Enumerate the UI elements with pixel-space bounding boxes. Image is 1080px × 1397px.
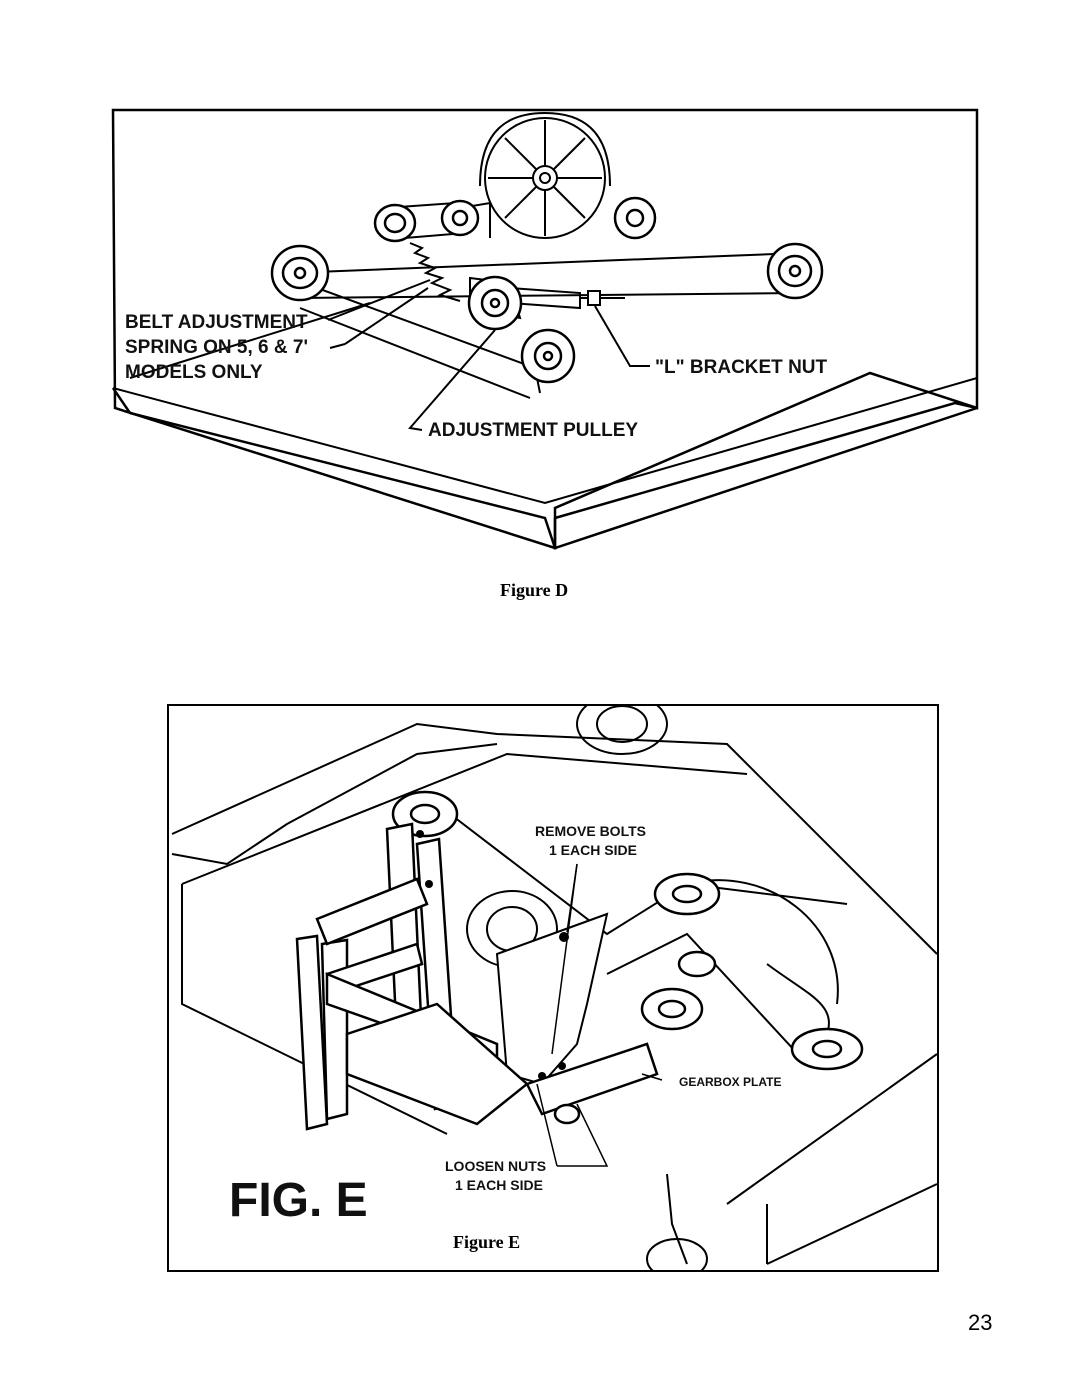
l-bracket-nut-graphic — [587, 290, 601, 306]
l-bracket-nut-label: "L" BRACKET NUT — [655, 357, 828, 378]
figure-e-diagram: REMOVE BOLTS 1 EACH SIDE GEARBOX PLATE L… — [167, 704, 939, 1272]
adjustment-pulley-graphic — [467, 275, 523, 331]
gearbox-wheel — [479, 111, 611, 239]
pulley-right — [766, 242, 824, 300]
pulley-right-bottom — [790, 1027, 864, 1071]
loosen-nuts-label-line2: 1 EACH SIDE — [455, 1177, 543, 1193]
leader-lines — [129, 279, 650, 431]
fig-e-title: FIG. E — [229, 1174, 368, 1227]
deck-drawing — [171, 704, 938, 1272]
leader-lines-e — [536, 863, 663, 1167]
bolts — [416, 830, 569, 1080]
pulley-center — [640, 987, 704, 1031]
figure-d-svg: BELT ADJUSTMENT SPRING ON 5, 6 & 7' MODE… — [111, 108, 979, 550]
figure-e-svg: REMOVE BOLTS 1 EACH SIDE GEARBOX PLATE L… — [167, 704, 939, 1272]
remove-bolts-label-line2: 1 EACH SIDE — [549, 842, 637, 858]
remove-bolts-label-line1: REMOVE BOLTS — [535, 823, 646, 839]
pulley-right-mid — [677, 950, 717, 978]
belt-spring — [409, 242, 461, 302]
figure-d-caption: Figure D — [500, 580, 569, 600]
belt-right — [436, 803, 848, 1065]
figure-d-diagram: BELT ADJUSTMENT SPRING ON 5, 6 & 7' MODE… — [110, 108, 980, 553]
pulley-right-top — [653, 872, 721, 916]
belt-adjustment-label-line1: BELT ADJUSTMENT — [125, 312, 308, 333]
pulley-top-left — [373, 203, 417, 243]
belt-adjustment-label-line2: SPRING ON 5, 6 & 7' — [125, 337, 308, 358]
pulley-top-mid — [440, 199, 480, 237]
belt-adjustment-label-line3: MODELS ONLY — [125, 362, 263, 383]
gearbox-plate-label: GEARBOX PLATE — [679, 1075, 781, 1089]
figure-e-caption: Figure E — [453, 1232, 520, 1252]
pulley-left — [270, 244, 330, 302]
adjustment-pulley-label: ADJUSTMENT PULLEY — [428, 420, 638, 441]
page-number: 23 — [968, 1310, 993, 1335]
loosen-nuts-label-line1: LOOSEN NUTS — [445, 1158, 546, 1174]
hitch-frame — [295, 822, 659, 1131]
pulley-right-of-gearbox — [613, 196, 657, 240]
pulley-lower — [520, 328, 576, 384]
